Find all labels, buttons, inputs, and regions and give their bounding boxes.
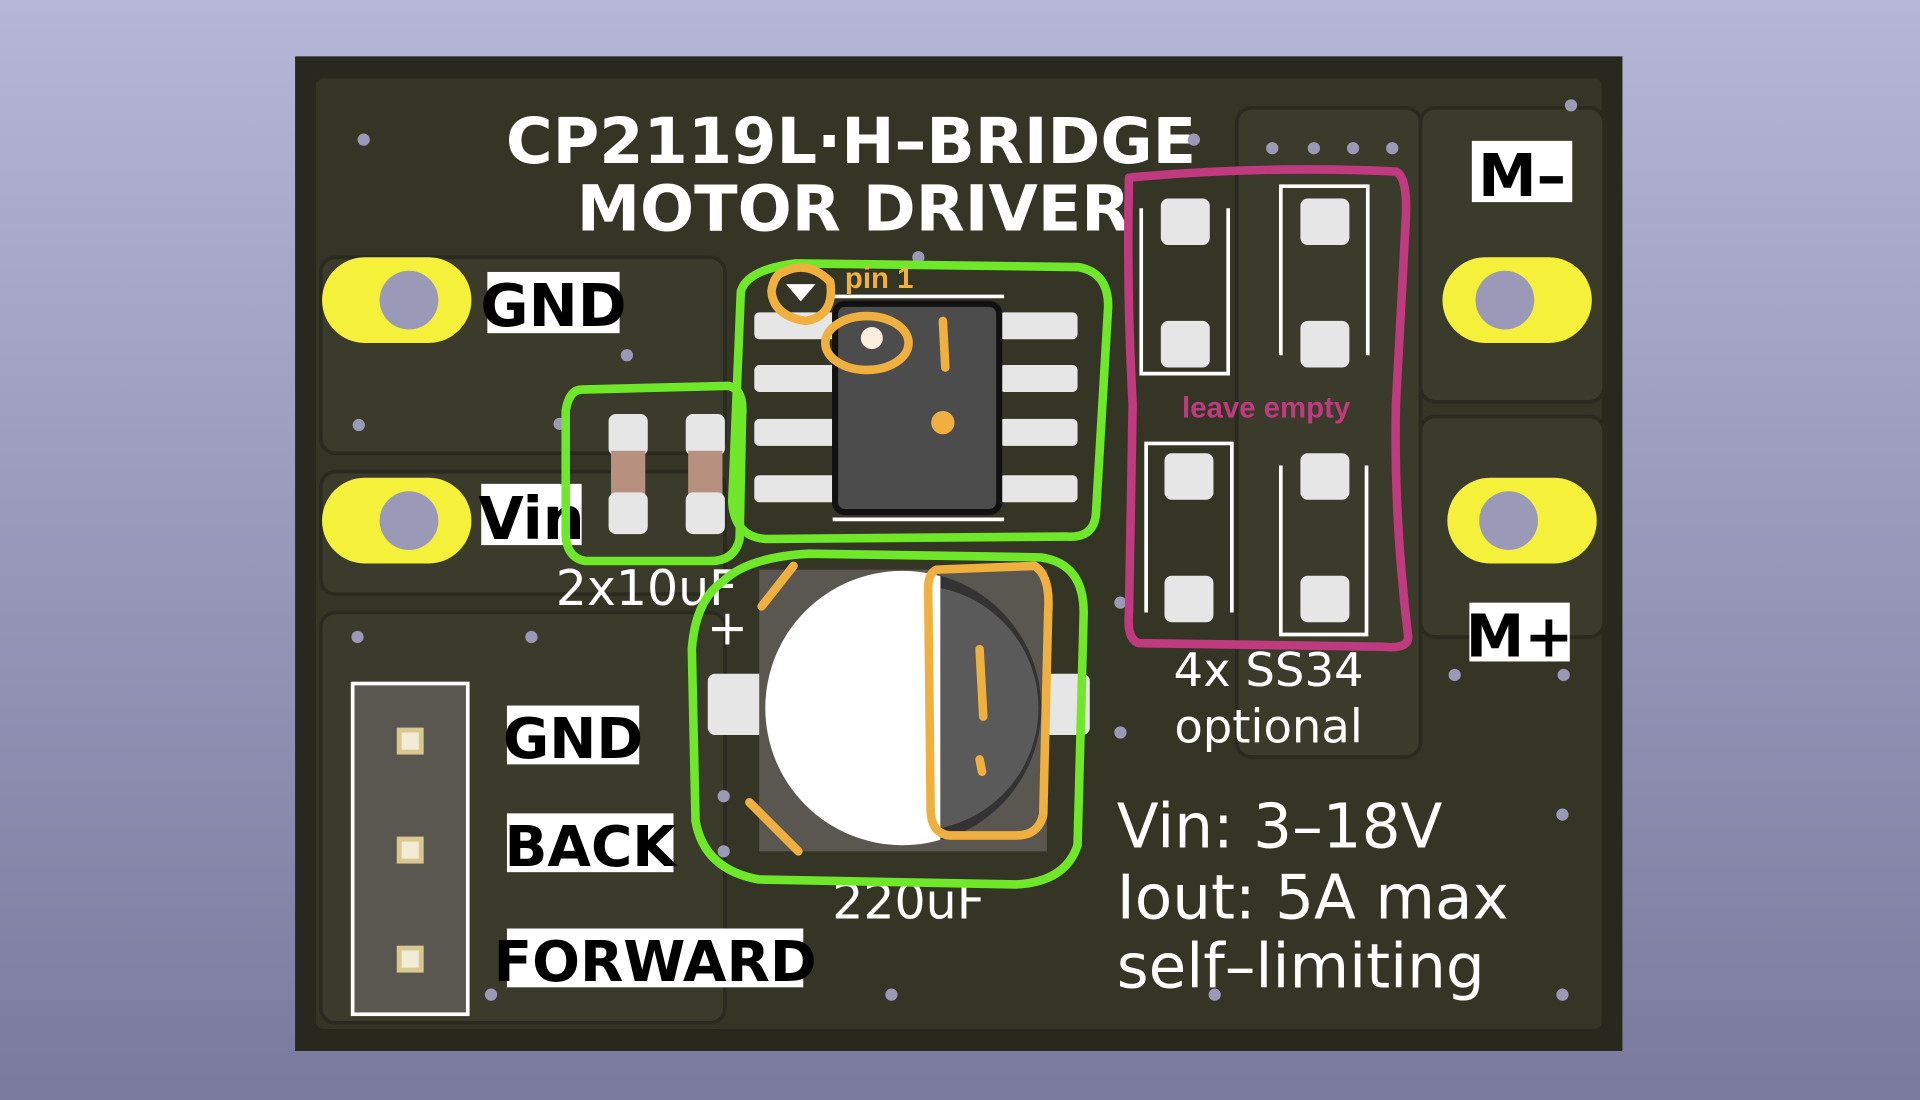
board-title-line2: MOTOR DRIVER [577, 172, 1131, 246]
annotation-magenta-outline [1124, 165, 1413, 652]
pin-header [350, 681, 470, 1017]
annotation-leave-empty: leave empty [1182, 392, 1351, 425]
spec-iout: Iout: 5A max [1117, 863, 1509, 934]
board-title-line1: CP2119L·H–BRIDGE [506, 105, 1196, 179]
label-m-minus: M– [1478, 141, 1566, 210]
ic-cp2119l [754, 284, 1078, 522]
annotation-orange-marks [745, 263, 1053, 856]
label-4x-ss34: 4x SS34 [1174, 643, 1364, 697]
label-gnd-top: GND [480, 271, 626, 340]
terminal-pads [322, 257, 1597, 564]
label-cap-plus: + [707, 599, 748, 656]
annotation-green-outlines [561, 259, 1113, 889]
label-header-forward: FORWARD [494, 930, 817, 995]
label-2x10uf: 2x10uF [556, 560, 738, 617]
vias [351, 99, 1578, 1001]
label-m-plus: M+ [1466, 602, 1574, 671]
label-header-back: BACK [504, 815, 678, 880]
capacitor-220uf [707, 569, 1090, 852]
label-header-gnd: GND [503, 707, 643, 772]
capacitors-10uf [608, 414, 725, 535]
label-optional: optional [1174, 699, 1362, 753]
annotation-pin1: pin 1 [845, 262, 914, 295]
spec-self-limiting: self–limiting [1117, 931, 1485, 1002]
diodes-ss34 [1139, 184, 1370, 637]
spec-vin: Vin: 3–18V [1117, 792, 1443, 863]
